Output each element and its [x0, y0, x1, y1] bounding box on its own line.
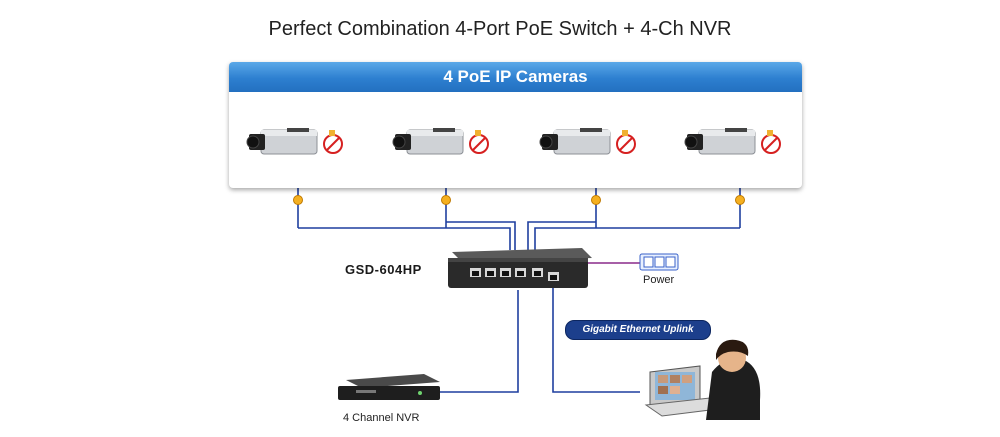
power-label: Power [643, 274, 675, 286]
diagram-title: Perfect Combination 4-Port PoE Switch + … [268, 18, 732, 40]
ip-camera-icon [246, 128, 343, 155]
poe-nodes [293, 195, 745, 205]
ip-camera-icon [539, 128, 636, 155]
uplink-badge: Gigabit Ethernet Uplink [565, 320, 711, 340]
camera-panel-header: 4 PoE IP Cameras [229, 62, 802, 92]
power-outlet-icon [639, 253, 679, 271]
camera-panel: 4 PoE IP Cameras [229, 62, 802, 188]
nvr-icon [338, 374, 440, 400]
switch-model-label: GSD-604HP [345, 262, 422, 277]
user-laptop-icon [644, 339, 761, 420]
camera-row [246, 128, 781, 155]
poe-switch-icon [448, 248, 592, 288]
ip-camera-icon [392, 128, 489, 155]
ip-camera-icon [684, 128, 781, 155]
nvr-label: 4 Channel NVR [343, 412, 420, 424]
